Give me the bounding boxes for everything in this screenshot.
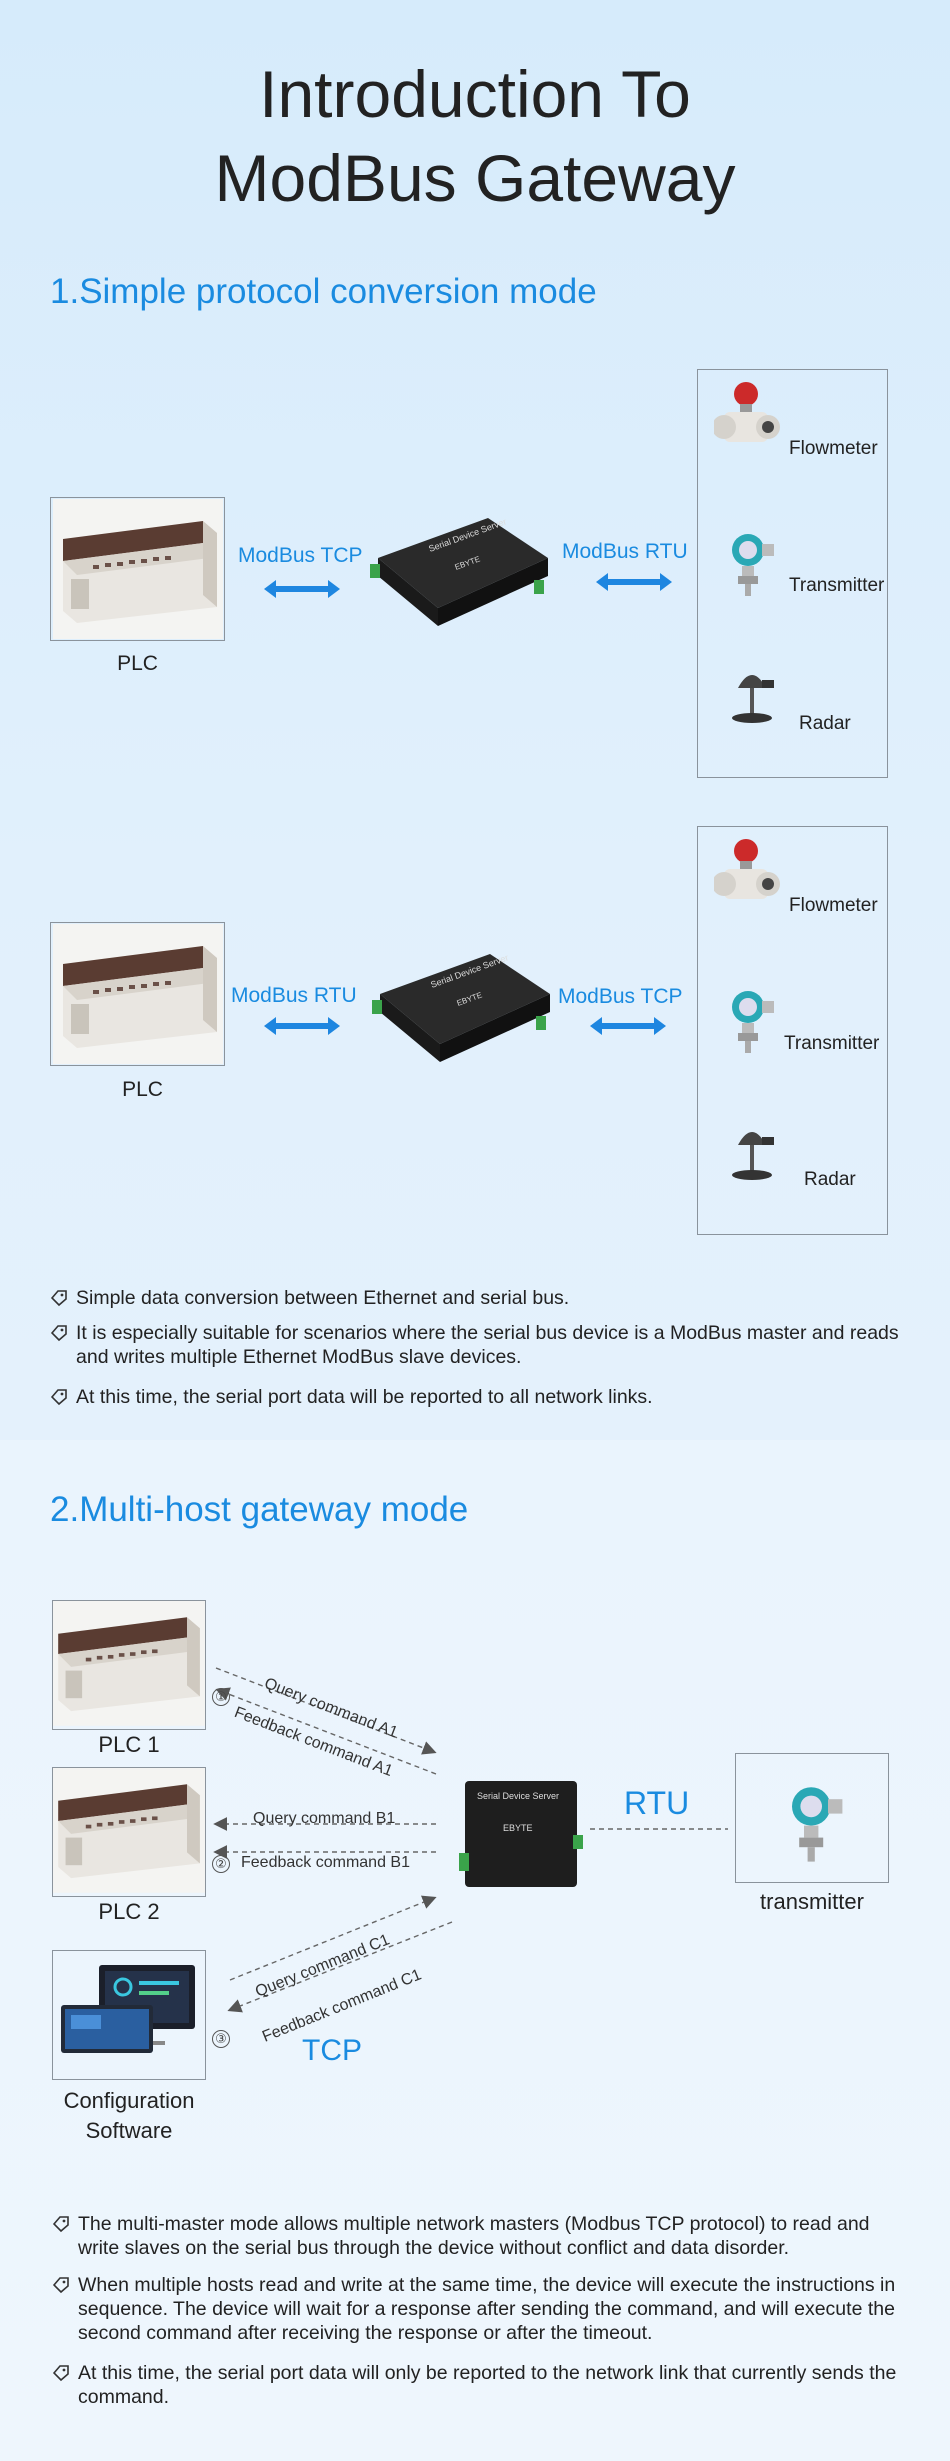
device-label-radar: Radar [799,713,851,734]
plc-image [49,1597,206,1726]
section-2-heading: 2.Multi-host gateway mode [50,1490,469,1529]
tag-icon [50,1290,67,1307]
bullet-text: At this time, the serial port data will … [78,2362,897,2408]
serial-device-server-image [372,952,550,1062]
bidirectional-arrow-icon [590,1017,666,1035]
bullet-item: Simple data conversion between Ethernet … [50,1286,910,1310]
host-label-plc-1: PLC 1 [98,1732,160,1757]
bullet-item: It is especially suitable for scenarios … [50,1321,910,1369]
transmitter-image-frame [735,1753,889,1883]
host-label-plc-2: PLC 2 [98,1899,160,1924]
config-software-image-frame [52,1950,206,2080]
device-label-flowmeter: Flowmeter [789,438,878,459]
left-protocol-label: ModBus TCP [238,544,363,567]
command-flow-lines [213,1667,453,2013]
rtu-link-line [590,1828,728,1830]
plc-image [49,1764,206,1893]
bullet-text: At this time, the serial port data will … [76,1386,653,1408]
tag-icon [50,1325,67,1342]
query-command-b1: Query command B1 [253,1810,396,1827]
bullet-text: It is especially suitable for scenarios … [76,1322,899,1368]
bidirectional-arrow-icon [264,1017,340,1035]
tag-icon [52,2365,69,2382]
rtu-label: RTU [624,1785,690,1821]
bullet-item: The multi-master mode allows multiple ne… [52,2212,912,2260]
svg-text:EBYTE: EBYTE [503,1823,533,1833]
feedback-command-b1: Feedback command B1 [241,1854,410,1871]
page-title-line-1: Introduction To [259,57,691,131]
plc-image [53,499,223,639]
bidirectional-arrow-icon [596,573,672,591]
plc-image [53,924,223,1064]
transmitter-icon [792,1787,843,1862]
slave-devices-panel: Flowmeter Transmitter Radar [697,826,888,1235]
step-marker-1: ① [212,1688,230,1706]
left-protocol-label: ModBus RTU [231,984,357,1007]
bullet-text: The multi-master mode allows multiple ne… [78,2213,870,2259]
svg-text:Serial Device Server: Serial Device Server [477,1791,559,1801]
tag-icon [50,1389,67,1406]
device-label-radar: Radar [804,1169,856,1190]
plc-image-frame [50,497,225,641]
plc-label: PLC [117,652,158,675]
bullet-item: When multiple hosts read and write at th… [52,2273,922,2345]
flowmeter-icon [714,382,780,442]
tag-icon [52,2277,69,2294]
monitor-icon [61,1965,195,2053]
step-marker-2: ② [212,1855,230,1873]
tag-icon [52,2216,69,2233]
plc-label: PLC [122,1078,163,1101]
slave-label-transmitter: transmitter [760,1889,864,1914]
step-marker-3: ③ [212,2030,230,2048]
device-label-transmitter: Transmitter [789,575,885,596]
transmitter-icon [732,991,774,1053]
flowmeter-icon [714,839,780,899]
radar-icon [732,1132,774,1180]
tcp-label: TCP [302,2034,362,2067]
page-title-line-2: ModBus Gateway [214,141,736,215]
slave-devices-panel: Flowmeter Transmitter Radar [697,369,888,778]
plc-1-image-frame [49,1597,206,1730]
right-protocol-label: ModBus TCP [558,985,683,1008]
section-1-heading: 1.Simple protocol conversion mode [50,272,597,311]
host-label-config-software: Configuration Software [63,2088,195,2143]
transmitter-icon [732,534,774,596]
plc-2-image-frame [49,1764,206,1897]
gateway-device-image: Serial Device Server EBYTE [459,1781,583,1887]
bullet-text: When multiple hosts read and write at th… [78,2274,896,2344]
bullet-item: At this time, the serial port data will … [52,2361,912,2409]
device-label-transmitter: Transmitter [784,1033,880,1054]
section-simple-mode [0,0,950,1440]
plc-image-frame [50,922,225,1066]
serial-device-server-image [370,516,548,626]
right-protocol-label: ModBus RTU [562,540,688,563]
radar-icon [732,675,774,723]
bullet-text: Simple data conversion between Ethernet … [76,1287,570,1309]
bullet-item: At this time, the serial port data will … [50,1385,910,1409]
device-label-flowmeter: Flowmeter [789,895,878,916]
bidirectional-arrow-icon [264,580,340,598]
